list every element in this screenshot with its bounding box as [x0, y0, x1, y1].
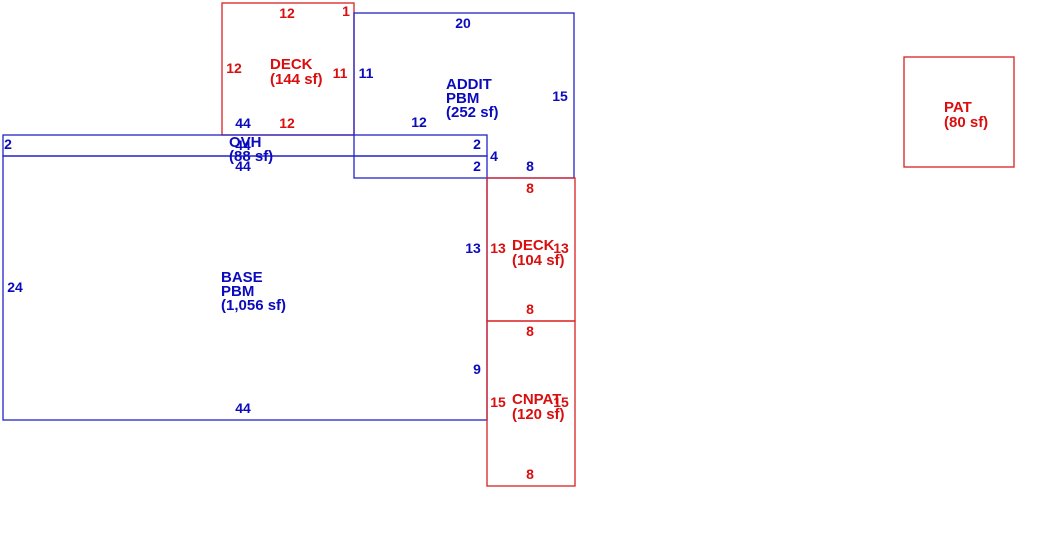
ovh-area: (88 sf) — [229, 148, 273, 165]
deck-top-dim-bottom: 12 — [279, 115, 295, 131]
deck-top-area: (144 sf) — [270, 71, 323, 88]
addit-dim-bottom-right: 8 — [526, 158, 534, 174]
base-dim-left: 24 — [7, 279, 23, 295]
ovh-dim-bottom: 44 — [235, 137, 251, 153]
addit-name-2: PBM — [446, 90, 479, 107]
addit-name-1: ADDIT — [446, 76, 492, 93]
addit-dim-right: 15 — [552, 88, 568, 104]
base-name-1: BASE — [221, 269, 263, 286]
addit-dim-left: 11 — [359, 65, 374, 81]
deck-top-dim-right: 11 — [333, 65, 348, 81]
deck-top-dim-top: 12 — [279, 5, 295, 21]
base-dim-bottom: 44 — [235, 400, 251, 416]
base-dim-top: 44 — [235, 158, 251, 174]
deck-mid-dim-top: 8 — [526, 180, 534, 196]
cnpat-outline — [486, 320, 576, 487]
deck-top-dim-left: 12 — [226, 60, 242, 76]
base-name-2: PBM — [221, 283, 254, 300]
cnpat-dim-bottom: 8 — [526, 466, 534, 482]
addit-dim-top: 20 — [455, 15, 471, 31]
deck-mid-dim-right: 13 — [553, 240, 569, 256]
cnpat-dim-right: 15 — [553, 394, 569, 410]
ovh-name: OVH — [229, 134, 262, 151]
cnpat-area: (120 sf) — [512, 406, 565, 423]
pat-name: PAT — [944, 99, 972, 116]
base-area: (1,056 sf) — [221, 297, 286, 314]
addit-area: (252 sf) — [446, 104, 499, 121]
deck-top-name: DECK — [270, 56, 313, 73]
deck-mid-area: (104 sf) — [512, 252, 565, 269]
deck-top-dim-corner: 1 — [342, 3, 350, 19]
cnpat-name: CNPAT — [512, 391, 561, 408]
deck-mid-dim-bottom: 8 — [526, 301, 534, 317]
pat-outline — [903, 56, 1015, 168]
deck-mid-dim-left: 13 — [490, 240, 506, 256]
cnpat-dim-top: 8 — [526, 323, 534, 339]
ovh-dim-left: 2 — [4, 136, 12, 152]
base-dim-right-top: 2 — [473, 158, 481, 174]
addit-dim-step: 4 — [490, 148, 498, 164]
cnpat-dim-left: 15 — [490, 394, 506, 410]
ovh-dim-top: 44 — [235, 115, 251, 131]
addit-outline — [353, 12, 575, 179]
ovh-dim-right: 2 — [473, 136, 481, 152]
pat-area: (80 sf) — [944, 114, 988, 131]
base-dim-right-mid: 13 — [465, 240, 481, 256]
deck-mid-name: DECK — [512, 237, 555, 254]
addit-dim-bottom: 12 — [411, 114, 427, 130]
base-dim-right-low: 9 — [473, 361, 481, 377]
